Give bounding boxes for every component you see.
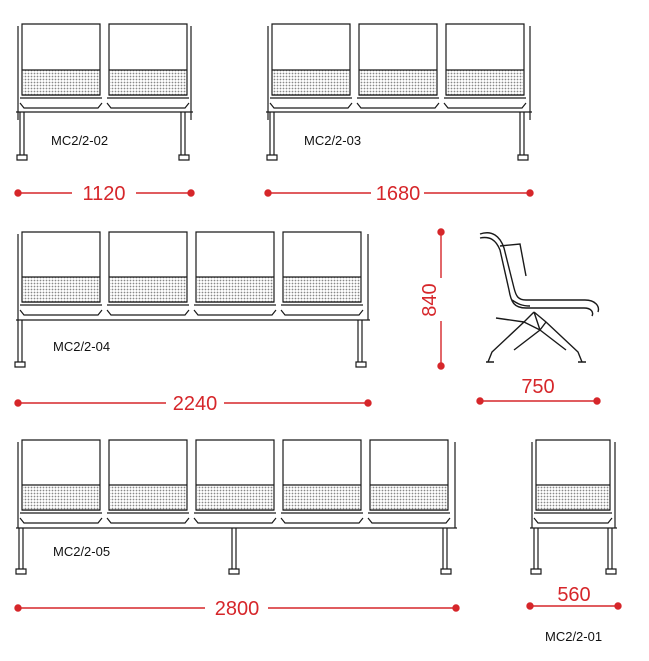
dimension-560: 560: [557, 584, 590, 606]
leg: [517, 112, 529, 161]
dimension-2800: 2800: [215, 598, 260, 620]
bench-mc2-05: [15, 439, 457, 575]
dimension-1120: 1120: [82, 183, 125, 205]
dimension-840: 840: [419, 283, 441, 316]
leg: [178, 112, 190, 161]
model-code: MC2/2-04: [53, 339, 110, 354]
leg: [440, 528, 452, 575]
leg: [605, 528, 617, 575]
model-code: MC2/2-05: [53, 544, 110, 559]
leg: [228, 528, 240, 575]
side-view-chair: [479, 232, 600, 363]
dimension-2240: 2240: [173, 393, 218, 415]
model-code: MC2/2-01: [545, 629, 602, 644]
dimension-lines: [14, 189, 622, 612]
leg: [15, 528, 27, 575]
bench-mc2-04: [14, 231, 370, 368]
dimension-1680: 1680: [376, 183, 421, 205]
leg: [266, 112, 278, 161]
leg: [14, 320, 26, 368]
bench-mc2-01: [530, 439, 617, 575]
dimension-750: 750: [521, 376, 554, 398]
bench-mc2-03: [266, 23, 532, 161]
leg: [355, 320, 367, 368]
base: [487, 311, 583, 363]
model-code: MC2/2-03: [304, 133, 361, 148]
bench-mc2-02: [16, 23, 193, 161]
model-code: MC2/2-02: [51, 133, 108, 148]
leg: [530, 528, 542, 575]
leg: [16, 112, 28, 161]
